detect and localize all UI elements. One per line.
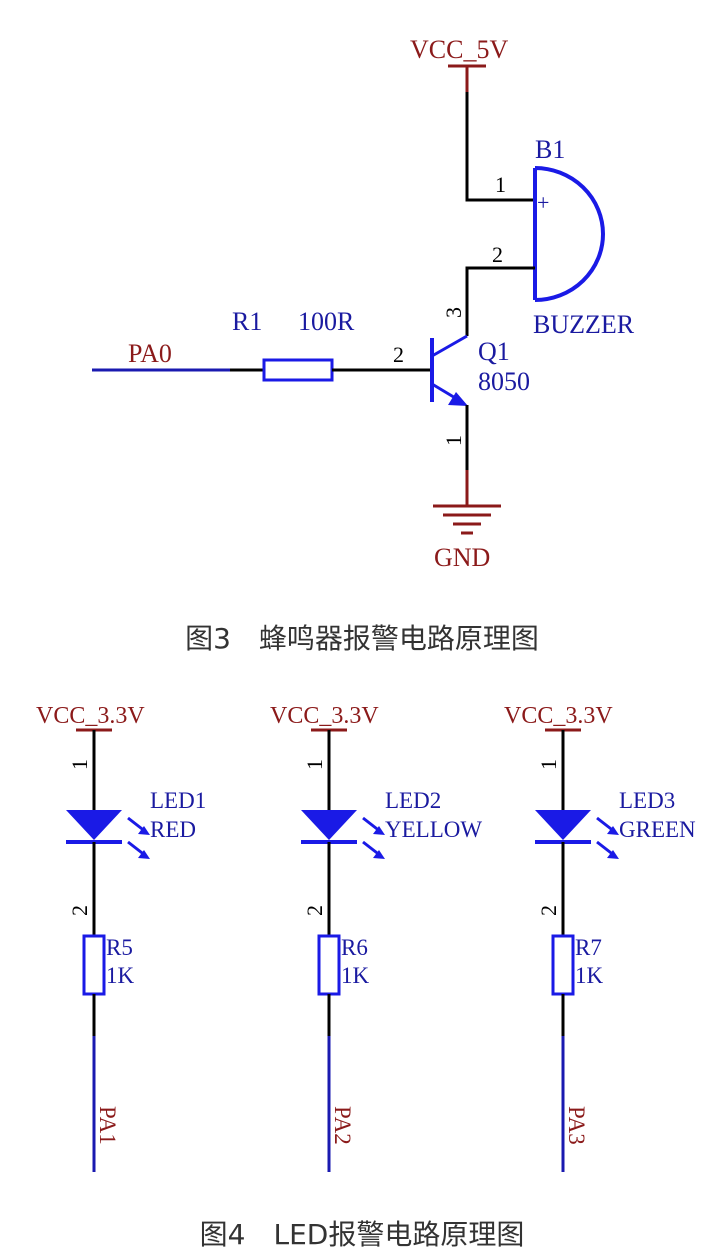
channel-1-res-ref: R5 — [106, 935, 133, 960]
channel-3-out-net: PA3 — [564, 1106, 589, 1145]
led-circuit: VCC_3.3V 1 LED1 RED 2 R5 1K PA1 — [36, 703, 696, 1251]
ground-net-label: GND — [434, 543, 490, 572]
channel-3-power-net: VCC_3.3V — [504, 703, 613, 729]
channel-1-led-ref: LED1 — [150, 788, 206, 813]
figure-3-caption: 图3 蜂鸣器报警电路原理图 — [185, 622, 539, 655]
channel-2-pin2-label: 2 — [302, 905, 327, 916]
led-channel-2: VCC_3.3V 1 LED2 YELLOW 2 R6 1K PA2 — [270, 703, 482, 1172]
channel-1-res-value: 1K — [106, 963, 135, 988]
led-icon — [301, 810, 385, 859]
buzzer-plus-mark: + — [537, 190, 549, 215]
channel-1-led-color: RED — [150, 817, 196, 842]
channel-2-out-net: PA2 — [330, 1106, 355, 1145]
transistor-icon — [430, 334, 468, 406]
led-channel-3: VCC_3.3V 1 LED3 GREEN 2 R7 1K PA3 — [504, 703, 696, 1172]
channel-3-led-ref: LED3 — [619, 788, 675, 813]
channel-2-res-ref: R6 — [341, 935, 368, 960]
channel-2-led-ref: LED2 — [385, 788, 441, 813]
transistor-base-pin-label: 2 — [393, 342, 404, 367]
buzzer-value: BUZZER — [533, 310, 635, 339]
buzzer-circuit: VCC_5V 1 B1 + BUZZER 2 3 PA0 R1 100R 2 — [92, 35, 635, 655]
wire-vcc-buzzer — [465, 92, 535, 202]
wire-buzzer-collector — [465, 266, 535, 336]
led-icon — [535, 810, 619, 859]
buzzer-pin2-label: 2 — [492, 242, 503, 267]
resistor-r1-value: 100R — [298, 307, 355, 336]
channel-3-pin1-label: 1 — [536, 759, 561, 770]
resistor-r1-icon — [262, 358, 334, 382]
transistor-emitter-pin-label: 1 — [441, 435, 466, 446]
channel-1-pin1-label: 1 — [67, 759, 92, 770]
channel-1-out-net: PA1 — [95, 1106, 120, 1145]
resistor-icon — [317, 934, 341, 996]
transistor-value: 8050 — [478, 367, 530, 396]
buzzer-ref: B1 — [535, 135, 565, 164]
channel-2-res-value: 1K — [341, 963, 370, 988]
power-net-label: VCC_5V — [410, 35, 508, 64]
input-net-label: PA0 — [128, 339, 172, 368]
led-channel-1: VCC_3.3V 1 LED1 RED 2 R5 1K PA1 — [36, 703, 206, 1172]
led-icon — [66, 810, 150, 859]
buzzer-pin1-label: 1 — [495, 172, 506, 197]
channel-2-pin1-label: 1 — [302, 759, 327, 770]
resistor-r1-ref: R1 — [232, 307, 262, 336]
channel-1-power-net: VCC_3.3V — [36, 703, 145, 729]
resistor-icon — [82, 934, 106, 996]
ground-symbol-icon — [433, 470, 501, 535]
channel-3-pin2-label: 2 — [536, 905, 561, 916]
figure-4-caption: 图4 LED报警电路原理图 — [200, 1218, 525, 1251]
buzzer-icon — [533, 166, 605, 302]
transistor-ref: Q1 — [478, 337, 510, 366]
channel-2-led-color: YELLOW — [385, 817, 482, 842]
channel-1-pin2-label: 2 — [67, 905, 92, 916]
resistor-icon — [551, 934, 575, 996]
channel-3-led-color: GREEN — [619, 817, 696, 842]
transistor-collector-pin-label: 3 — [441, 307, 466, 318]
channel-2-power-net: VCC_3.3V — [270, 703, 379, 729]
channel-3-res-ref: R7 — [575, 935, 602, 960]
channel-3-res-value: 1K — [575, 963, 604, 988]
